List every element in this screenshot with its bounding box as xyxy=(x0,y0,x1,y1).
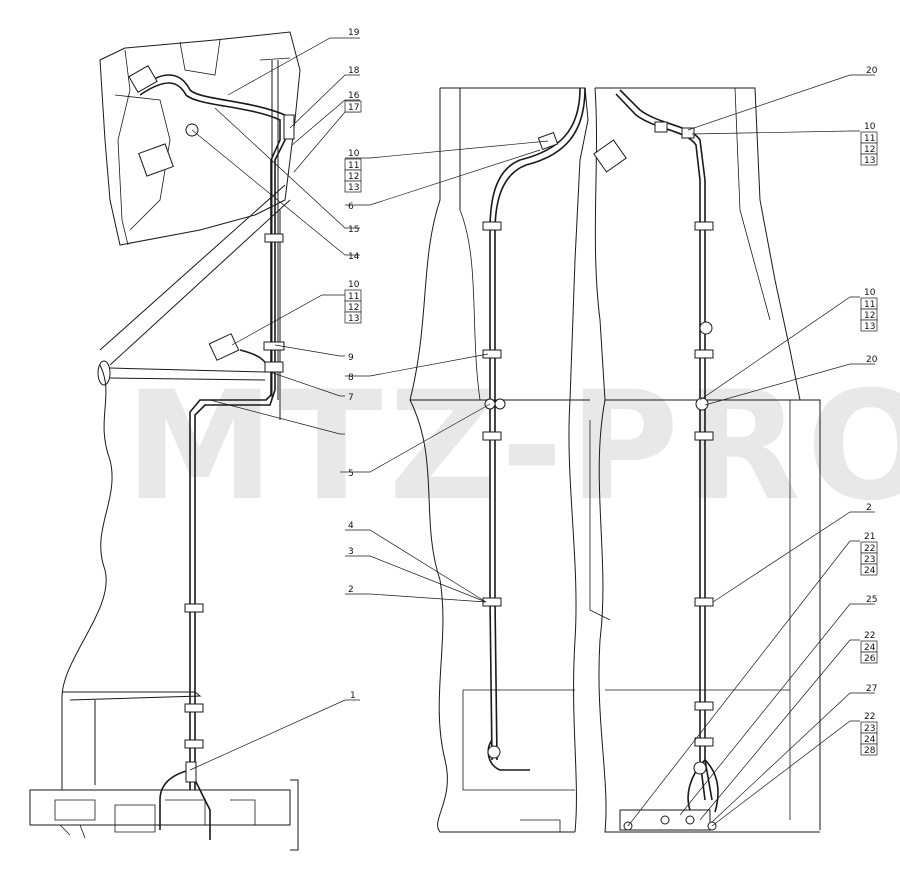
callout-group-22: 22 24 26 xyxy=(860,631,878,664)
callout-14: 14 xyxy=(348,252,360,262)
callout-2-right: 2 xyxy=(866,503,872,513)
svg-text:10: 10 xyxy=(864,122,876,132)
callout-20-mid: 20 xyxy=(866,355,878,365)
callout-labels: 19 18 16 17 15 14 10 11 12 13 9 7 10 11 … xyxy=(344,28,878,756)
callout-19: 19 xyxy=(348,28,360,38)
svg-text:28: 28 xyxy=(864,746,876,756)
callout-17: 17 xyxy=(348,103,359,113)
svg-text:22: 22 xyxy=(864,712,875,722)
right-view xyxy=(589,87,821,833)
watermark-text: MTZ-PRO xyxy=(125,360,900,534)
svg-text:22: 22 xyxy=(864,631,875,641)
callout-20-top: 20 xyxy=(866,66,878,76)
callout-5: 5 xyxy=(348,469,354,479)
callout-6: 6 xyxy=(348,202,354,212)
leader-lines xyxy=(189,37,875,827)
svg-text:13: 13 xyxy=(348,183,359,193)
callout-3: 3 xyxy=(348,547,354,557)
svg-text:11: 11 xyxy=(864,300,875,310)
callout-2-left: 2 xyxy=(348,585,354,595)
svg-text:24: 24 xyxy=(864,643,876,653)
callout-27: 27 xyxy=(866,684,877,694)
svg-text:11: 11 xyxy=(864,134,875,144)
svg-text:23: 23 xyxy=(864,555,875,565)
callout-1: 1 xyxy=(350,691,356,701)
callout-15: 15 xyxy=(348,225,359,235)
svg-text:22: 22 xyxy=(864,544,875,554)
callout-group-21: 21 22 23 24 xyxy=(860,532,878,576)
svg-text:24: 24 xyxy=(864,566,876,576)
callout-16: 16 xyxy=(348,91,360,101)
svg-text:12: 12 xyxy=(864,145,875,155)
callout-4: 4 xyxy=(348,521,354,531)
callout-9: 9 xyxy=(348,353,354,363)
left-view xyxy=(29,31,301,851)
callout-group-10b: 10 11 12 13 xyxy=(344,149,362,193)
svg-text:10: 10 xyxy=(348,149,360,159)
callout-group-10d: 10 11 12 13 xyxy=(860,288,878,332)
svg-text:13: 13 xyxy=(348,314,359,324)
svg-text:26: 26 xyxy=(864,654,876,664)
svg-text:13: 13 xyxy=(864,322,875,332)
svg-text:12: 12 xyxy=(348,303,359,313)
callout-18: 18 xyxy=(348,66,360,76)
svg-text:23: 23 xyxy=(864,724,875,734)
callout-7: 7 xyxy=(348,393,354,403)
svg-text:11: 11 xyxy=(348,161,359,171)
svg-text:10: 10 xyxy=(864,288,876,298)
callout-group-22b: 22 23 24 28 xyxy=(860,712,878,756)
callout-25: 25 xyxy=(866,595,877,605)
callout-group-10c: 10 11 12 13 xyxy=(860,122,878,166)
callout-8: 8 xyxy=(348,373,354,383)
svg-text:12: 12 xyxy=(864,311,875,321)
middle-view xyxy=(409,87,590,833)
svg-text:21: 21 xyxy=(864,532,875,542)
svg-text:24: 24 xyxy=(864,735,876,745)
svg-text:12: 12 xyxy=(348,172,359,182)
callout-group-10a: 10 11 12 13 xyxy=(344,280,362,324)
svg-text:10: 10 xyxy=(348,280,360,290)
svg-text:13: 13 xyxy=(864,156,875,166)
svg-text:11: 11 xyxy=(348,292,359,302)
